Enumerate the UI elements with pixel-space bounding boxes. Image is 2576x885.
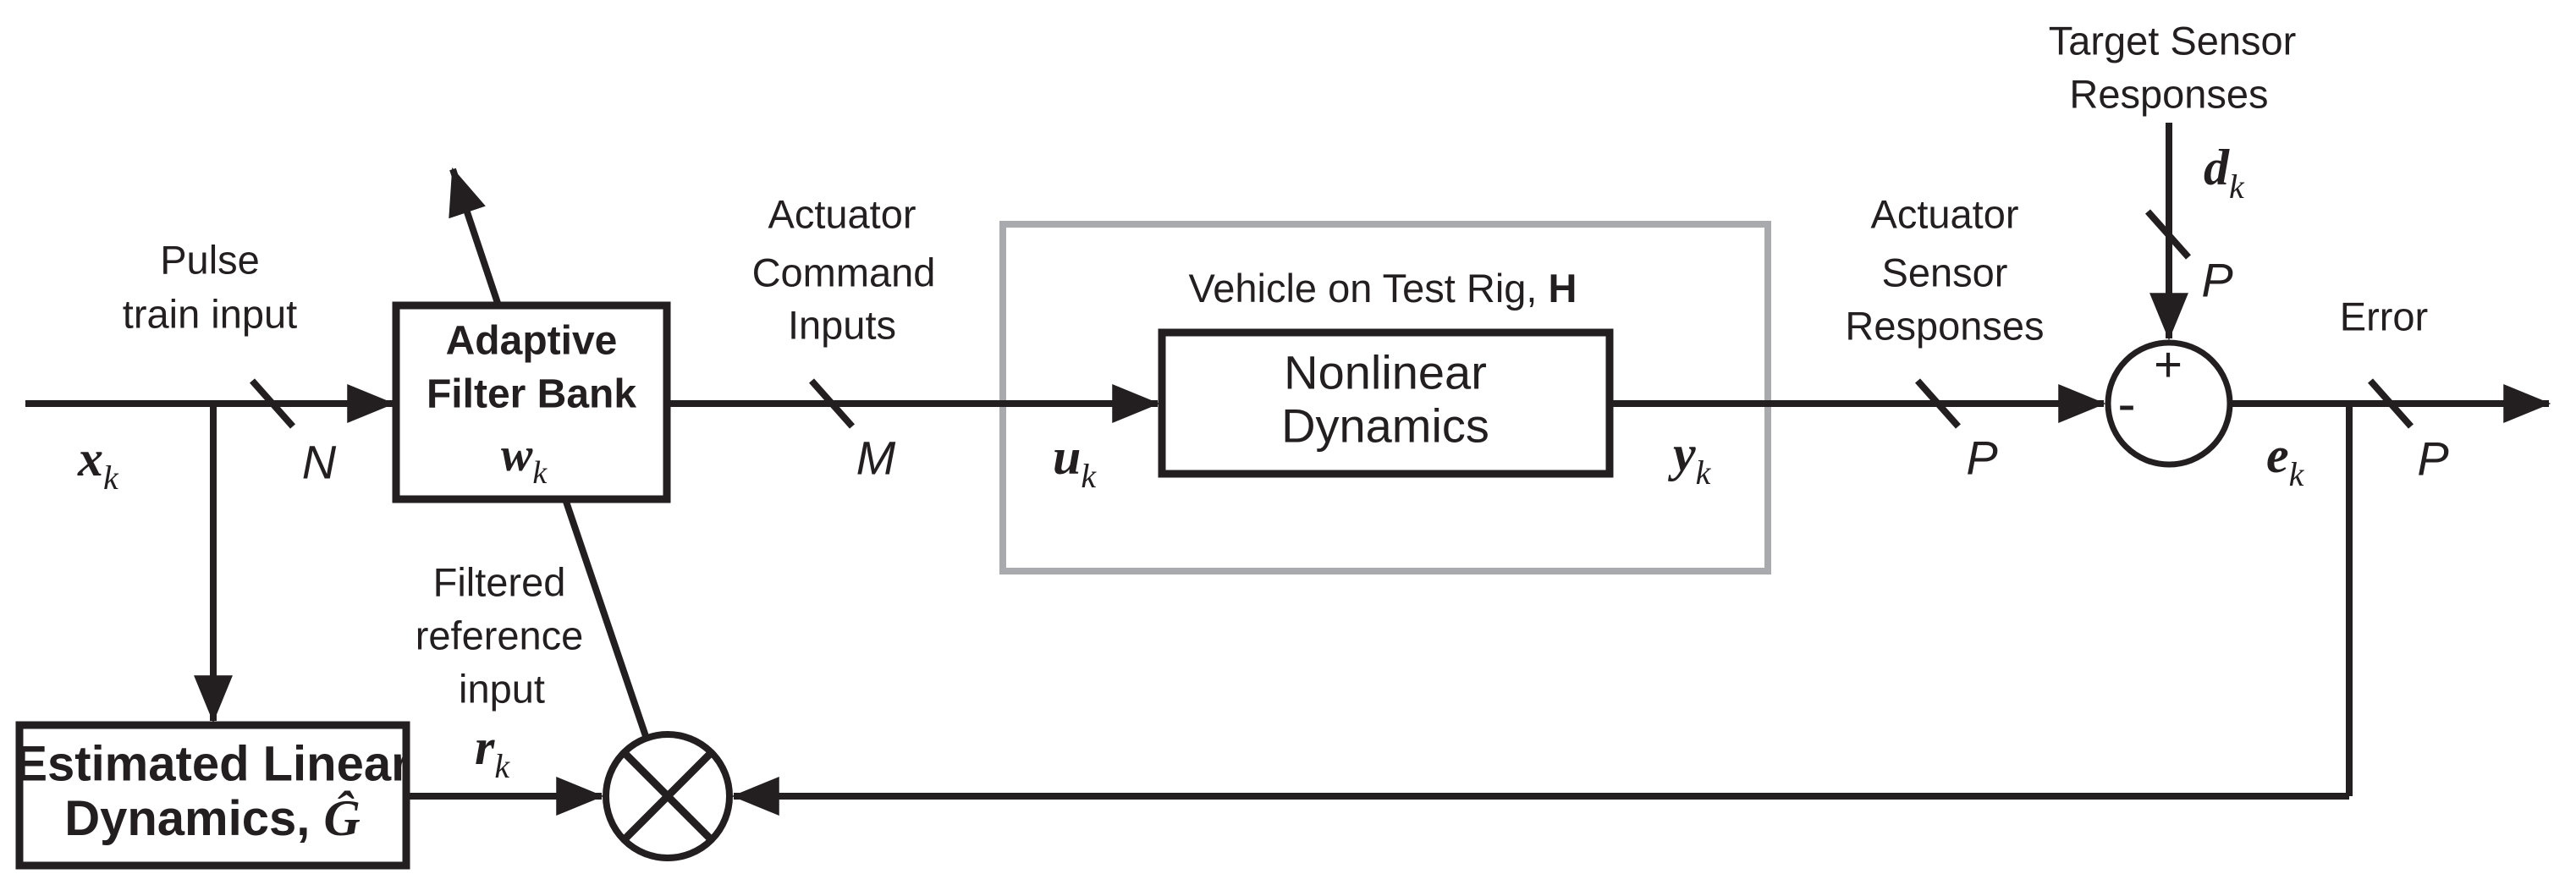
target-sensor-label-line2: Responses <box>2069 72 2268 117</box>
weight-update-diagonal-line <box>562 497 650 740</box>
adaptive-filter-bank-box <box>392 301 671 503</box>
bus-width-n: N <box>302 436 337 489</box>
adaptive-filter-bank-label-line1: Adaptive <box>446 319 618 364</box>
actuator-command-label-line3: Inputs <box>788 303 896 348</box>
nonlinear-dynamics-label-line1: Nonlinear <box>1284 346 1487 399</box>
sum-minus-sign: - <box>2117 373 2135 434</box>
filtered-reference-label-line2: reference <box>416 613 584 658</box>
bus-slash-sensor-p <box>1915 378 1961 429</box>
actuator-command-label-line1: Actuator <box>768 192 916 237</box>
target-sensor-label-line1: Target Sensor <box>2049 19 2297 63</box>
actuator-sensor-label-line3: Responses <box>1845 304 2044 349</box>
signal-w: wk <box>501 429 548 491</box>
bus-slash-target-p <box>2145 209 2191 260</box>
adaptive-filter-bank-label-line2: Filter Bank <box>427 372 636 417</box>
filter-output-up-arrow <box>449 167 502 307</box>
actuator-sensor-label-line2: Sensor <box>1882 250 2008 295</box>
pulse-train-label-line1: Pulse <box>160 238 260 283</box>
signal-u: uk <box>1053 429 1097 495</box>
bus-width-sensor-p: P <box>1966 432 1997 485</box>
signal-e: ek <box>2266 427 2305 493</box>
bus-slash-m <box>809 378 855 429</box>
bus-width-target-p: P <box>2201 254 2232 307</box>
estimated-linear-dynamics-label-line1: Estimated Linear <box>14 737 410 792</box>
nonlinear-dynamics-box <box>1158 328 1614 478</box>
bus-width-m: M <box>856 432 896 485</box>
bus-slash-error-p <box>2368 378 2414 429</box>
actuator-sensor-label-line1: Actuator <box>1870 192 2018 237</box>
bus-slash-n <box>250 378 295 429</box>
summing-junction-circle <box>2105 339 2233 468</box>
estimated-linear-dynamics-label-line2: Dynamics, Ĝ <box>64 790 361 846</box>
pulse-train-label-line2: train input <box>123 292 297 337</box>
signal-d: dk <box>2204 140 2245 206</box>
error-label: Error <box>2340 294 2428 339</box>
nonlinear-dynamics-label-line2: Dynamics <box>1281 399 1489 453</box>
vehicle-test-rig-boundary-box <box>999 221 1771 574</box>
sum-plus-sign: + <box>2154 338 2182 393</box>
signal-y: yk <box>1668 426 1712 492</box>
vehicle-test-rig-title: Vehicle on Test Rig, H <box>1189 266 1577 311</box>
actuator-command-label-line2: Command <box>752 250 936 295</box>
estimated-linear-dynamics-box <box>15 721 410 870</box>
filtered-reference-label-line1: Filtered <box>433 560 566 605</box>
signal-x: xk <box>77 431 119 497</box>
signal-r: rk <box>475 719 510 785</box>
filtered-reference-label-line3: input <box>459 667 545 712</box>
multiplier-x-stroke-2 <box>620 749 715 844</box>
bus-width-error-p: P <box>2417 432 2448 486</box>
